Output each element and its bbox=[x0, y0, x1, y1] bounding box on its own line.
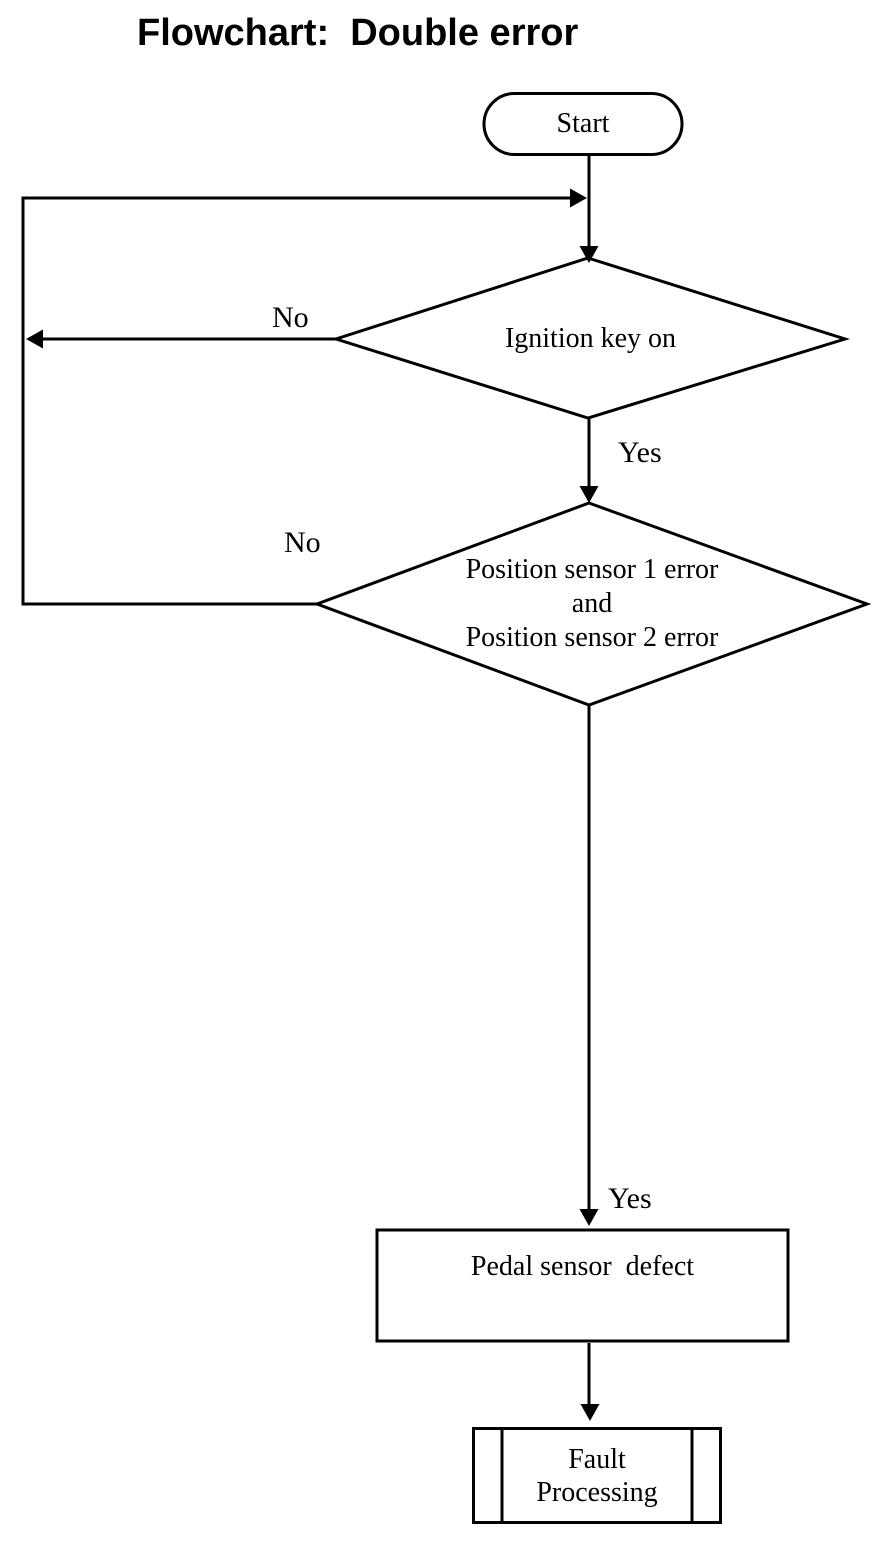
decision1-label: Ignition key on bbox=[504, 322, 677, 354]
decision2-yes-label: Yes bbox=[608, 1182, 652, 1215]
arrowhead-down-decision2-entry bbox=[579, 486, 599, 503]
decision2-label-line2: and bbox=[571, 588, 613, 619]
start-node-label: Start bbox=[556, 108, 610, 139]
process1-rectangle-shape bbox=[375, 1228, 790, 1343]
decision2-no-label: No bbox=[284, 526, 321, 559]
process2-predefined-shape bbox=[472, 1427, 722, 1524]
process2-label: Fault Processing bbox=[502, 1427, 692, 1524]
decision2-label-line3: Position sensor 2 error bbox=[465, 622, 719, 653]
process1-label: Pedal sensor defect bbox=[470, 1251, 695, 1282]
decision1-no-label: No bbox=[272, 301, 309, 334]
arrowhead-right-loop-join bbox=[570, 188, 587, 208]
process2-label-line2: Processing bbox=[536, 1476, 658, 1508]
arrowhead-left-decision1-no bbox=[26, 329, 43, 349]
arrowhead-down-decision1-entry bbox=[579, 246, 599, 263]
decision2-label: Position sensor 1 error and Position sen… bbox=[317, 503, 867, 705]
arrowhead-down-process2-entry bbox=[580, 1404, 600, 1421]
process2-label-line1: Fault bbox=[568, 1443, 626, 1475]
start-terminator-shape bbox=[482, 92, 684, 156]
decision1-yes-label: Yes bbox=[618, 436, 662, 469]
decision2-label-line1: Position sensor 1 error bbox=[465, 554, 719, 585]
arrowhead-down-process1-entry bbox=[579, 1209, 599, 1226]
page-title: Flowchart: Double error bbox=[137, 12, 579, 54]
